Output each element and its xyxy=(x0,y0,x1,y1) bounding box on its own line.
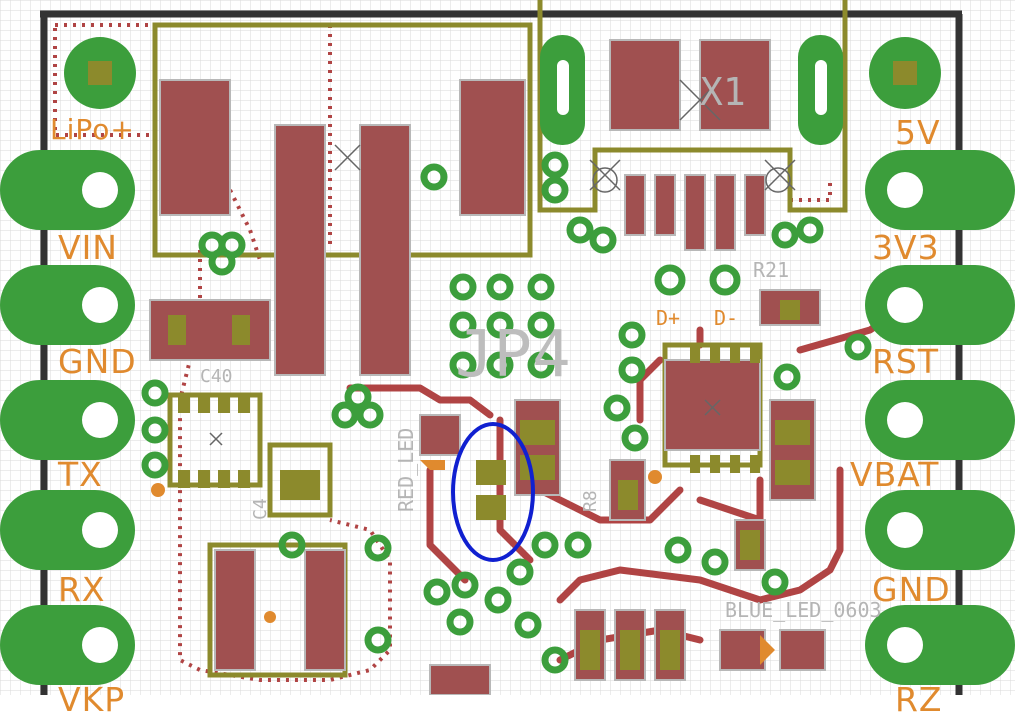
pcb-canvas[interactable] xyxy=(0,0,1015,695)
refdes-x1: X1 xyxy=(700,70,746,114)
vias xyxy=(141,151,872,674)
refdes-red-led: RED_LED xyxy=(394,427,418,512)
refdes-blue-led: BLUE_LED_0603 xyxy=(725,598,882,622)
pin-label-gnd-left: GND xyxy=(58,342,137,381)
pin-label-vbat: VBAT xyxy=(850,455,940,494)
pin-label-rst: RST xyxy=(872,342,940,381)
pin-label-3v3: 3V3 xyxy=(872,228,940,267)
pin-label-5v: 5V xyxy=(895,113,941,152)
refdes-r21: R21 xyxy=(753,258,790,282)
board-outline xyxy=(40,10,963,695)
pin-label-tx: TX xyxy=(58,455,103,494)
silk-marks xyxy=(168,300,810,670)
refdes-d-plus: D+ xyxy=(656,306,681,330)
refdes-r8: R8 xyxy=(580,490,601,512)
refdes-jp4: JP4 xyxy=(455,318,571,392)
pin-label-vkp: VKP xyxy=(58,680,126,719)
refdes-c4: C4 xyxy=(250,498,271,520)
pin-label-lipo: LiPo+ xyxy=(50,113,135,146)
pin-label-rx: RX xyxy=(58,570,106,609)
pin1-markers xyxy=(151,460,775,665)
selection-highlight[interactable] xyxy=(451,422,535,562)
refdes-d-minus: D- xyxy=(714,306,739,330)
origin-markers xyxy=(209,79,796,446)
refdes-c40: C40 xyxy=(200,366,233,387)
pin-label-gnd-right: GND xyxy=(872,570,951,609)
right-header-pads xyxy=(540,35,1015,685)
pin-label-vin: VIN xyxy=(58,228,118,267)
left-header-pads xyxy=(0,37,136,685)
pin-label-rz: RZ xyxy=(895,680,943,719)
